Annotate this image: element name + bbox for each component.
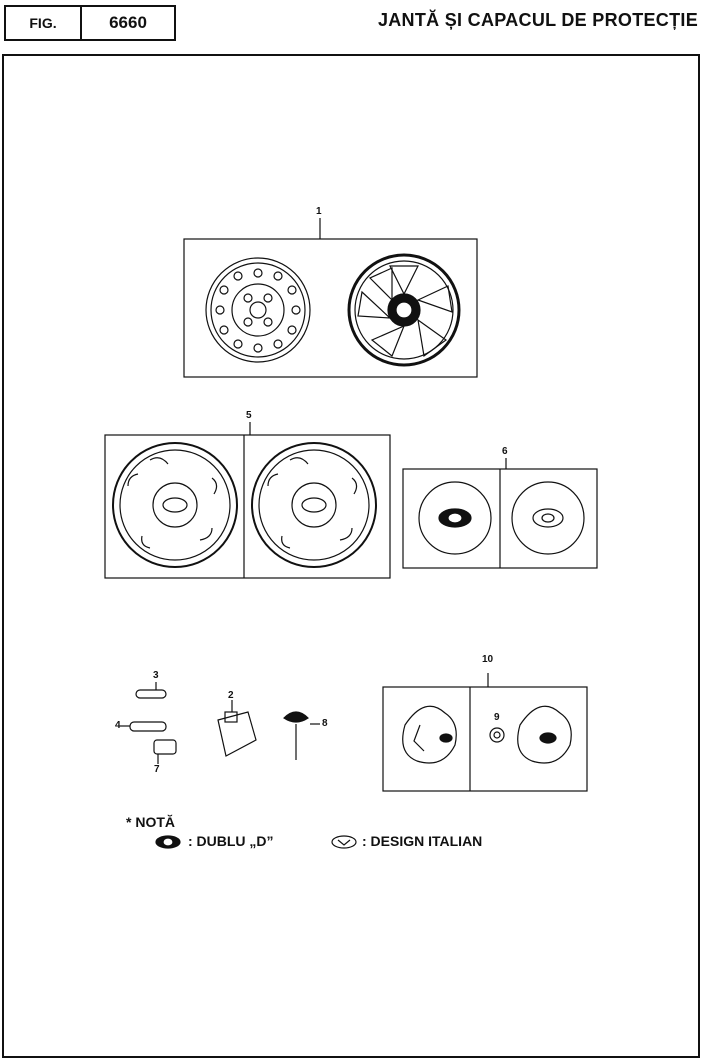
valve-stems [120,682,177,764]
double-d-emblem-icon [155,835,181,849]
callout-4: 4 [115,720,121,731]
diagram-frame [2,54,700,1058]
fig-number: 6660 [80,5,176,41]
callout-9: 9 [494,712,500,723]
callout-7: 7 [154,764,160,775]
note-italian-design: : DESIGN ITALIAN [362,833,483,849]
callout-2: 2 [228,690,234,701]
wheel-covers [104,422,391,579]
alloy-wheel [347,253,461,367]
lug-bolt [283,711,320,760]
callout-6: 6 [502,446,508,457]
balance-weight [217,700,257,757]
callout-1: 1 [316,206,322,217]
callout-8: 8 [322,718,328,729]
italian-design-emblem-icon [331,835,357,849]
center-caps [382,673,588,792]
note-double-d: : DUBLU „D” [188,833,274,849]
callout-10: 10 [482,654,494,665]
hub-caps [402,458,598,569]
note-heading: * NOTĂ [126,814,175,830]
callout-3: 3 [153,670,159,681]
page-title: JANTĂ ȘI CAPACUL DE PROTECȚIE [377,10,698,30]
steel-wheel [183,218,478,378]
callout-5: 5 [246,410,252,421]
